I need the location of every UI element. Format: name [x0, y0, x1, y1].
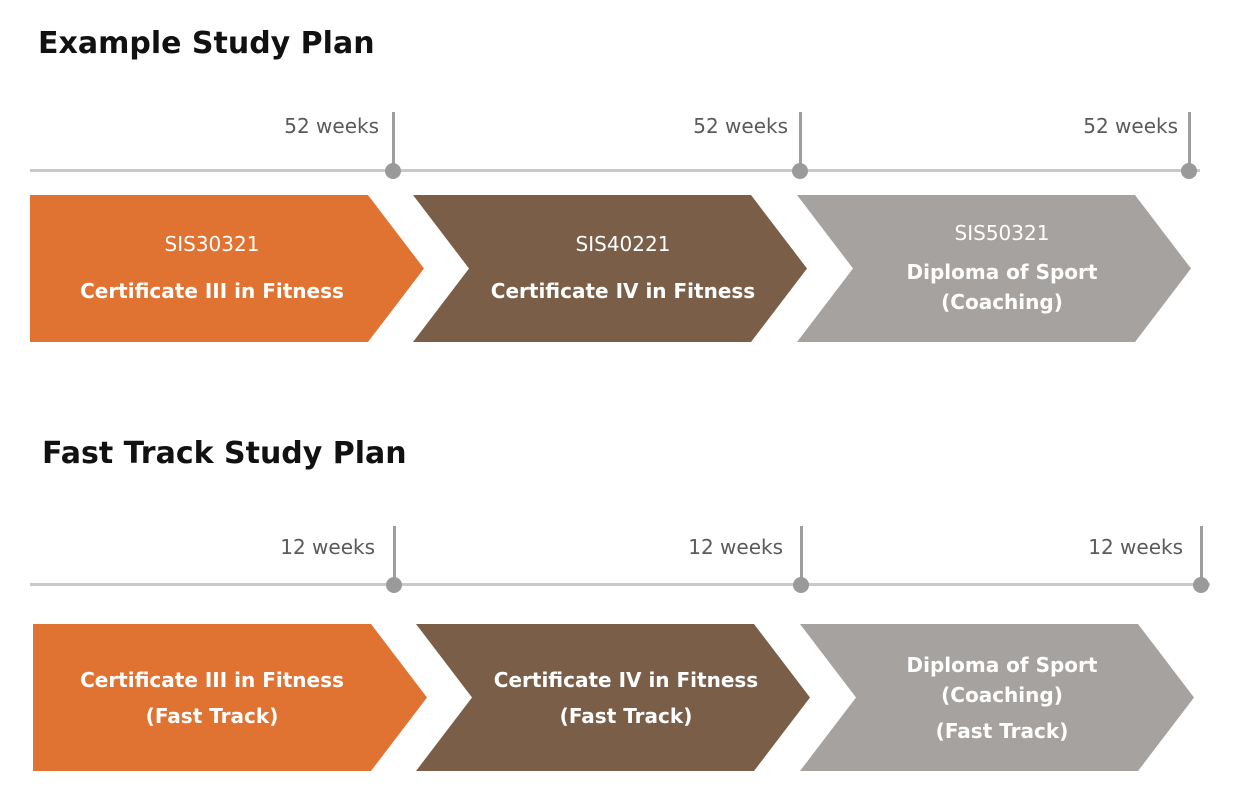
course-step-diploma: SIS50321 Diploma of Sport (Coaching) [797, 195, 1191, 342]
duration-label: 52 weeks [1083, 114, 1178, 138]
course-name-line-1: Diploma of Sport [906, 259, 1098, 284]
plan-title: Fast Track Study Plan [42, 436, 407, 471]
fast-track-label: (Fast Track) [559, 703, 693, 728]
timeline-marker-dot [792, 163, 808, 179]
duration-label: 12 weeks [688, 535, 783, 559]
duration-label: 12 weeks [280, 535, 375, 559]
course-name: Certificate IV in Fitness [490, 278, 756, 303]
chevron-shape [33, 624, 427, 771]
course-name-line-2: (Coaching) [941, 682, 1063, 707]
course-code: SIS40221 [575, 231, 671, 256]
course-name: Certificate III in Fitness [80, 278, 344, 303]
chevron-shape [797, 195, 1191, 342]
chevron-shape [413, 195, 807, 342]
timeline-tick [1200, 526, 1203, 584]
timeline-line [30, 583, 1210, 586]
fast-track-label: (Fast Track) [935, 718, 1069, 743]
timeline-marker-dot [385, 163, 401, 179]
plan-title: Example Study Plan [38, 26, 375, 61]
timeline-marker-dot [1193, 577, 1209, 593]
chevron-shape [30, 195, 424, 342]
course-step-cert-iv: SIS40221 Certificate IV in Fitness [413, 195, 807, 342]
course-name: Certificate III in Fitness [80, 667, 344, 692]
course-name-line-2: (Coaching) [941, 289, 1063, 314]
chevron-shape [413, 195, 807, 342]
timeline-tick [1188, 112, 1191, 170]
course-name-line-1: Diploma of Sport [906, 652, 1098, 677]
timeline-marker-dot [793, 577, 809, 593]
course-step-cert-iii-fast-track: Certificate III in Fitness (Fast Track) [33, 624, 427, 771]
timeline-tick [393, 526, 396, 584]
duration-label: 52 weeks [284, 114, 379, 138]
chevron-shape [416, 624, 810, 771]
chevron-shape [33, 624, 427, 771]
course-code: SIS30321 [164, 231, 260, 256]
duration-label: 12 weeks [1088, 535, 1183, 559]
chevron-shape [800, 624, 1194, 771]
course-name: Certificate IV in Fitness [493, 667, 759, 692]
timeline-marker-dot [386, 577, 402, 593]
fast-track-label: (Fast Track) [145, 703, 279, 728]
timeline-marker-dot [1181, 163, 1197, 179]
chevron-shape [797, 195, 1191, 342]
chevron-shape [30, 195, 424, 342]
course-step-cert-iv-fast-track: Certificate IV in Fitness (Fast Track) [416, 624, 810, 771]
chevron-shape [800, 624, 1194, 771]
course-step-cert-iii: SIS30321 Certificate III in Fitness [30, 195, 424, 342]
duration-label: 52 weeks [693, 114, 788, 138]
timeline-line [30, 169, 1200, 172]
timeline-tick [799, 112, 802, 170]
course-step-diploma-fast-track: Diploma of Sport (Coaching) (Fast Track) [800, 624, 1194, 771]
course-code: SIS50321 [954, 220, 1050, 245]
timeline-tick [800, 526, 803, 584]
chevron-shape [416, 624, 810, 771]
timeline-tick [392, 112, 395, 170]
